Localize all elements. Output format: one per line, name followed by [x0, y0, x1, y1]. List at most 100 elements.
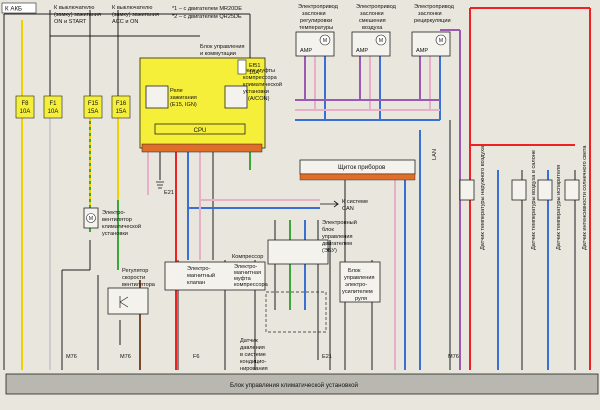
svg-text:клапан: клапан	[187, 280, 205, 286]
svg-text:климатической: климатической	[102, 223, 141, 230]
fuse-ef51-symbol	[237, 59, 247, 75]
svg-text:зажигания: зажигания	[170, 95, 197, 101]
svg-text:M76: M76	[66, 354, 77, 360]
control-unit-block: Блок управления и коммутации Реле зажига…	[139, 44, 282, 196]
svg-text:Блок управления климатической: Блок управления климатической установкой	[230, 382, 359, 389]
svg-text:Реле: Реле	[170, 88, 183, 94]
svg-text:*2 – с двигателем QR25DE: *2 – с двигателем QR25DE	[172, 14, 242, 20]
svg-text:в системе: в системе	[240, 352, 266, 358]
svg-text:магнитный: магнитный	[187, 272, 215, 279]
svg-text:магнитная: магнитная	[234, 270, 261, 276]
svg-text:температуры: температуры	[299, 25, 333, 31]
svg-text:заслонки: заслонки	[302, 11, 326, 17]
fan-motor-icon	[86, 213, 96, 223]
svg-text:рециркуляции: рециркуляции	[414, 18, 451, 24]
svg-text:электро-: электро-	[345, 282, 367, 288]
svg-text:M: M	[323, 38, 327, 44]
svg-text:скорости: скорости	[122, 275, 145, 281]
motor-icon	[375, 34, 387, 46]
svg-text:Электропривод: Электропривод	[298, 4, 339, 10]
svg-text:климатической: климатической	[243, 81, 282, 88]
relay-ignition-symbol	[145, 85, 169, 109]
pressure-sensor: Датчик давления в системе кондицио- ниро…	[240, 338, 268, 372]
battery-label: К АКБ	[5, 6, 22, 13]
svg-text:(замку) зажигания: (замку) зажигания	[54, 12, 101, 18]
svg-text:управления: управления	[322, 234, 353, 240]
svg-text:AMP: AMP	[300, 48, 312, 54]
svg-text:AMP: AMP	[356, 48, 368, 54]
svg-text:компрессора: компрессора	[243, 75, 278, 81]
svg-text:Ef51: Ef51	[249, 63, 261, 69]
svg-text:E21: E21	[164, 190, 174, 196]
switch-on-start-label: К выключателю (замку) зажигания ON и STA…	[54, 5, 101, 25]
svg-text:M: M	[89, 216, 93, 222]
svg-text:блок: блок	[322, 227, 334, 233]
svg-text:воздуха: воздуха	[362, 25, 383, 31]
svg-text:15A: 15A	[116, 109, 127, 115]
svg-text:F16: F16	[116, 101, 127, 107]
svg-text:заслонки: заслонки	[360, 11, 384, 17]
relay-clutch-symbol	[224, 85, 248, 109]
battery-label-group: К АКБ	[1, 2, 37, 14]
svg-text:ACC и ON: ACC и ON	[112, 19, 138, 25]
svg-text:регулировки: регулировки	[300, 18, 332, 24]
svg-text:M: M	[439, 38, 443, 44]
fan-regulator: Регулятор скорости вентилятора	[107, 268, 156, 315]
svg-text:(A/CON): (A/CON)	[248, 96, 270, 102]
motor-icon	[319, 34, 331, 46]
svg-text:управления: управления	[344, 275, 375, 281]
svg-text:Датчик температуры воздуха в с: Датчик температуры воздуха в салоне	[531, 150, 537, 250]
svg-text:Блок управления: Блок управления	[200, 44, 245, 50]
compressor: Компрессор Электро- магнитный клапан Эле…	[164, 254, 269, 291]
svg-text:M76: M76	[448, 354, 459, 360]
actuator-mix: Электропривод заслонки смешения воздуха …	[351, 4, 397, 57]
sensor-evaporator-temp: Датчик температуры испарителя	[537, 165, 562, 250]
svg-text:E21: E21	[322, 354, 332, 360]
svg-text:Щиток приборов: Щиток приборов	[338, 164, 386, 171]
svg-text:компрессора: компрессора	[234, 282, 269, 288]
svg-text:К системе: К системе	[342, 199, 368, 205]
svg-text:Датчик интенсивности солнечног: Датчик интенсивности солнечного света	[582, 145, 588, 250]
svg-text:К выключателю: К выключателю	[54, 5, 94, 11]
svg-text:*1 – с двигателем MR20DE: *1 – с двигателем MR20DE	[172, 6, 242, 12]
actuator-recirculation: Электропривод заслонки рециркуляции M AM…	[411, 4, 455, 57]
svg-text:CAN: CAN	[342, 206, 354, 212]
svg-text:Реле муфты: Реле муфты	[243, 68, 275, 74]
fuse-f8: F8 10A	[15, 95, 35, 119]
svg-text:Электро-: Электро-	[234, 264, 258, 270]
wires	[3, 7, 591, 370]
sensor-sunlight: Датчик интенсивности солнечного света	[564, 145, 588, 250]
svg-text:M: M	[379, 38, 383, 44]
svg-text:Компрессор: Компрессор	[232, 254, 263, 260]
dashboard: Щиток приборов	[299, 159, 416, 181]
svg-text:и коммутации: и коммутации	[200, 51, 236, 57]
svg-text:10A: 10A	[48, 109, 59, 115]
svg-text:смешения: смешения	[359, 18, 386, 24]
svg-text:заслонки: заслонки	[418, 11, 442, 17]
cpu-block	[154, 123, 246, 135]
svg-text:(Е15, IGN): (Е15, IGN)	[170, 102, 197, 108]
svg-text:(ЭБУ): (ЭБУ)	[322, 248, 337, 254]
sensor-outside-temp: Датчик температуры наружного воздуха	[459, 145, 486, 250]
climate-control-unit: Блок управления климатической установкой	[5, 373, 599, 395]
svg-text:вентилятора: вентилятора	[122, 282, 156, 288]
svg-text:муфта: муфта	[234, 276, 252, 282]
svg-text:F1: F1	[49, 101, 57, 107]
sensor-cabin-temp: Датчик температуры воздуха в салоне	[511, 150, 537, 250]
svg-text:усилителем: усилителем	[342, 289, 373, 295]
svg-text:Датчик: Датчик	[240, 338, 258, 344]
can-label: К системе CAN	[320, 199, 368, 212]
engine-notes: *1 – с двигателем MR20DE *2 – с двигател…	[172, 6, 242, 20]
lan-label: LAN	[432, 149, 438, 160]
svg-text:двигателем: двигателем	[322, 241, 352, 247]
svg-text:Электропривод: Электропривод	[414, 4, 455, 10]
svg-text:10A: 10A	[20, 109, 31, 115]
transistor-icon	[119, 296, 129, 308]
power-steering-unit: Блок управления электро- усилителем руля	[339, 261, 381, 303]
svg-text:M76: M76	[120, 354, 131, 360]
svg-text:Блок: Блок	[348, 268, 361, 274]
svg-text:F15: F15	[88, 101, 99, 107]
svg-text:ON и START: ON и START	[54, 19, 87, 25]
svg-text:(замку) зажигания: (замку) зажигания	[112, 12, 159, 18]
